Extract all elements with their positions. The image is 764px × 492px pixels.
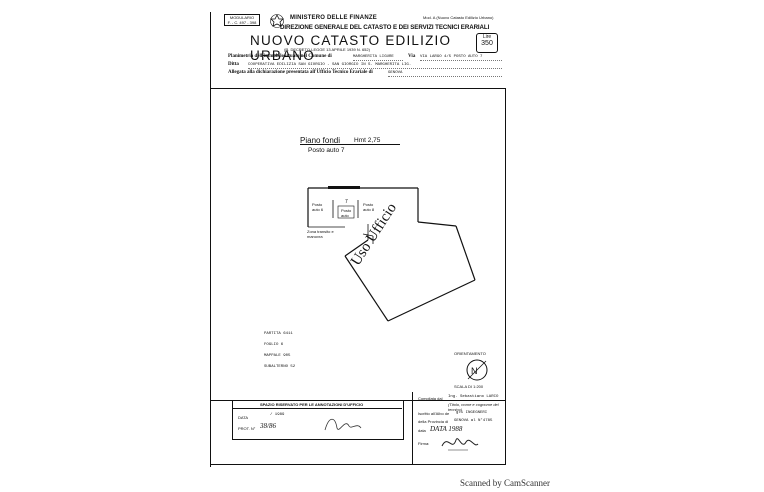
mappale-label: MAPPALE 905: [264, 354, 291, 358]
frame-bottom: [210, 464, 506, 465]
footer-divider: [412, 392, 413, 464]
modulario-stamp: MODULARIO F. - C. 497 - 398: [224, 14, 260, 26]
partita-label: PARTITA 6411: [264, 332, 293, 336]
lire-value: 350: [481, 40, 493, 47]
signature-icon: [441, 438, 479, 451]
spot-6-label: Posto auto 6: [312, 202, 324, 212]
svg-text:N: N: [471, 366, 478, 376]
sign-date-value: DATA 1988: [430, 425, 463, 433]
compass-north-icon: N: [466, 359, 488, 381]
transit-zone-label: Zona transito e manovra: [307, 229, 334, 239]
office-attached-value: GENOVA: [388, 71, 502, 77]
plan-location-value: MARGHERITA LIGURE: [353, 55, 403, 61]
albo-label: Iscritto all'Albo de: [418, 411, 450, 416]
plan-via-value: VIA LARGO 4/5 POSTO AUTO 7: [420, 55, 502, 61]
handwritten-mark: [324, 418, 362, 431]
plan-via-label: Via: [408, 54, 416, 59]
subalterno-label: SUBALTERNO 52: [264, 365, 296, 369]
spot-7-number: 7: [345, 199, 348, 205]
republic-emblem-icon: [270, 14, 284, 28]
stamp-code: F. - C. 497 - 398: [227, 20, 257, 25]
data-label: DATA: [238, 415, 249, 420]
reserved-title-rule: [232, 408, 402, 409]
frame-left-top: [210, 12, 211, 94]
reserved-title: SPAZIO RISERVATO PER LE ANNOTAZIONI D'UF…: [260, 402, 364, 407]
floor-underline: [300, 144, 400, 145]
height-label: Hmt 2,75: [354, 137, 381, 144]
prot-label: PROT. N°: [238, 426, 256, 431]
compiled-label: Compilata dal: [418, 396, 443, 401]
province-label: della Provincia di: [418, 419, 449, 424]
floor-plan-drawing: [307, 186, 476, 322]
document-title: NUOVO CATASTO EDILIZIO URBANO: [250, 33, 452, 63]
foglio-label: FOGLIO 6: [264, 343, 284, 347]
albo-value: gli INGEGNERI: [456, 411, 488, 415]
prot-value: 38/86: [260, 422, 276, 430]
ministry-name: MINISTERO DELLE FINANZE: [290, 15, 377, 21]
frame-header-divider: [210, 88, 506, 89]
stamp-label: MODULARIO: [229, 15, 255, 20]
compiled-value: Ing. Sebastiano LARCO: [448, 395, 499, 399]
signature-label: Firma:: [418, 441, 430, 446]
lire-box: Lire 350: [476, 33, 498, 53]
spot-7-label: Posto auto: [341, 208, 352, 218]
owner-label: Ditta: [228, 62, 239, 67]
scale-label: SCALA DI 1:200: [454, 384, 484, 389]
lire-label: Lire: [482, 34, 492, 40]
model-reference: Mod. A (Nuovo Catasto Edilizio Urbano): [423, 15, 494, 20]
province-value: GENOVA al N°4785: [454, 419, 493, 423]
reserved-box: [232, 400, 404, 440]
plan-location-label: Planimetria dell'immobile situato nel Co…: [228, 54, 332, 59]
owner-value: COOPERATIVA EDILIZIA SAN GIORGIO - SAN G…: [248, 63, 502, 69]
scanner-watermark: Scanned by CamScanner: [460, 478, 550, 488]
cadastral-sheet: MODULARIO F. - C. 497 - 398 MINISTERO DE…: [208, 12, 510, 468]
compiled-sub: (Titolo, nome e cognome del tecnico): [448, 402, 499, 412]
floor-label: Piano fondi: [300, 136, 341, 145]
directorate-name: DIREZIONE GENERALE DEL CATASTO E DEI SER…: [280, 24, 490, 31]
frame-left: [210, 94, 211, 467]
subject-label: Posto auto 7: [308, 147, 345, 154]
orientation-label: ORIENTAMENTO: [454, 351, 486, 356]
sign-date-label: data: [418, 428, 426, 433]
spot-8-label: Posto auto 8: [363, 202, 375, 212]
frame-right: [505, 88, 506, 464]
office-attached-label: Allegata alla dichiarazione presentata a…: [228, 70, 373, 75]
data-value: / 1989: [270, 413, 285, 417]
law-note: (R. DECRETO-LEGGE 13 APRILE 1939 N. 652): [284, 47, 370, 52]
